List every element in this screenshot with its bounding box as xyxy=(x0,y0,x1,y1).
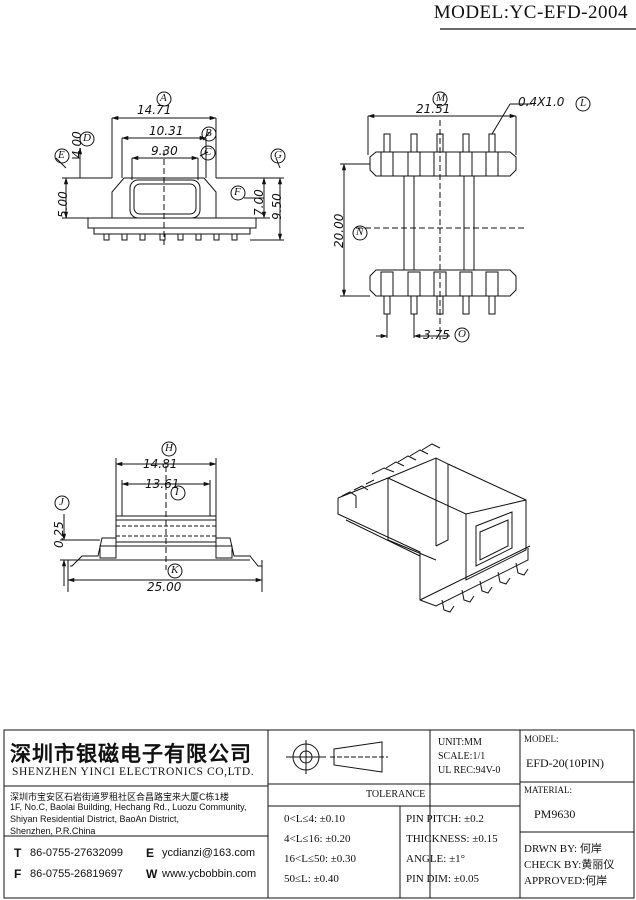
label-a: A xyxy=(160,92,167,104)
label-c: C xyxy=(204,146,212,158)
isometric-view xyxy=(337,443,531,613)
label-n: N xyxy=(356,226,364,238)
dim-l: 0.4X1.0 xyxy=(518,95,565,109)
tel-value: 86-0755-27632099 xyxy=(30,847,123,859)
dim-a: 14.71 xyxy=(137,103,172,117)
dim-i: 13.61 xyxy=(145,477,180,491)
dim-f: 7.00 xyxy=(252,189,266,216)
tolerance-title: TOLERANCE xyxy=(366,789,426,800)
dim-m: 21.51 xyxy=(416,102,451,116)
tol-left-1: 4<L≤16: ±0.20 xyxy=(284,833,351,845)
ul-rec: UL REC:94V-0 xyxy=(438,765,501,776)
label-h: H xyxy=(165,442,173,454)
tol-left-3: 50≤L: ±0.40 xyxy=(284,873,339,885)
side-view xyxy=(54,441,263,592)
email-value[interactable]: ycdianzi@163.com xyxy=(162,847,256,859)
address-en-1: 1F, No.C, Baolai Building, Hechang Rd., … xyxy=(10,802,247,812)
dim-g: 9.50 xyxy=(270,193,284,220)
label-o: O xyxy=(458,328,466,340)
top-view xyxy=(340,91,591,343)
fax-label: F xyxy=(14,867,22,881)
tel-label: T xyxy=(14,846,22,860)
label-m: M xyxy=(436,92,446,104)
dim-k: 25.00 xyxy=(147,580,182,594)
label-g: G xyxy=(274,149,282,161)
checked-by: CHECK BY:黄丽仪 xyxy=(524,859,615,871)
address-en-3: Shenzhen, P.R.China xyxy=(10,826,96,836)
drawn-by: DRWN BY: 何岸 xyxy=(524,843,602,855)
material-value: PM9630 xyxy=(534,807,576,821)
front-view xyxy=(54,91,286,245)
scale: SCALE:1/1 xyxy=(438,751,486,762)
email-label: E xyxy=(146,846,155,860)
fax-value: 86-0755-26819697 xyxy=(30,868,123,880)
label-f: F xyxy=(234,186,241,198)
dim-j: 0.25 xyxy=(52,521,66,548)
label-b: B xyxy=(205,127,212,139)
tol-right-1: THICKNESS: ±0.15 xyxy=(406,833,498,845)
tol-right-2: ANGLE: ±1° xyxy=(406,853,466,865)
material-label: MATERIAL: xyxy=(524,785,572,795)
web-value[interactable]: www.ycbobbin.com xyxy=(162,868,257,880)
label-d: D xyxy=(83,132,91,144)
label-l: L xyxy=(580,97,587,109)
dim-d: 4.00 xyxy=(70,131,84,158)
label-k: K xyxy=(171,564,179,576)
company-name-en: SHENZHEN YINCI ELECTRONICS CO,LTD. xyxy=(12,766,255,778)
model-value: EFD-20(10PIN) xyxy=(526,756,604,770)
model-header: MODEL:YC-EFD-2004 xyxy=(433,2,628,23)
tol-left-2: 16<L≤50: ±0.30 xyxy=(284,853,357,865)
approved-by: APPROVED:何岸 xyxy=(524,875,608,887)
dim-b: 10.31 xyxy=(149,124,184,138)
address-cn: 深圳市宝安区石岩街道罗租社区合昌路宝来大厦C栋1楼 xyxy=(10,793,230,803)
label-j: J xyxy=(59,496,64,508)
model-label: MODEL: xyxy=(524,734,559,744)
company-name-cn: 深圳市银磁电子有限公司 xyxy=(10,742,252,766)
tol-left-0: 0<L≤4: ±0.10 xyxy=(284,813,346,825)
dim-e: 5.00 xyxy=(56,191,70,218)
tol-right-3: PIN DIM: ±0.05 xyxy=(406,873,479,885)
dim-h: 14.81 xyxy=(143,457,178,471)
dim-n: 20.00 xyxy=(332,213,346,248)
label-e: E xyxy=(58,149,65,161)
label-i: I xyxy=(175,486,179,498)
dim-o: 3.75 xyxy=(423,328,450,342)
web-label: W xyxy=(146,867,158,881)
tol-right-0: PIN PITCH: ±0.2 xyxy=(406,813,484,825)
dim-c: 9.30 xyxy=(151,144,178,158)
unit: UNIT:MM xyxy=(438,737,482,748)
address-en-2: Shiyan Residential District, BaoAn Distr… xyxy=(10,814,180,824)
title-block xyxy=(3,729,635,899)
